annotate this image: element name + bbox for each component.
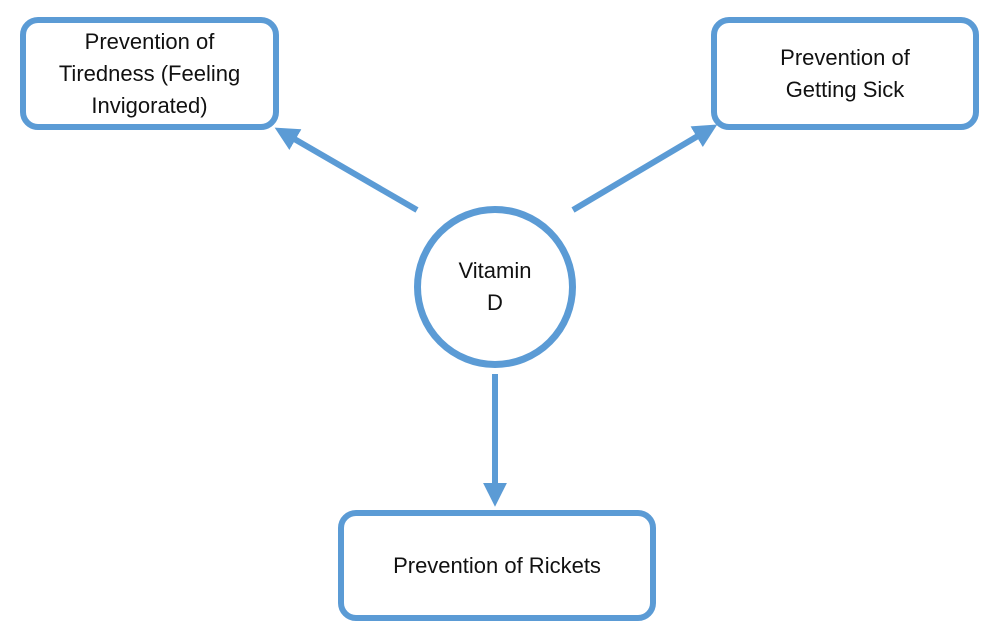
node-prevention-of-rickets: Prevention of Rickets [338, 510, 656, 621]
node-label-rickets: Prevention of Rickets [393, 552, 601, 578]
node-prevention-of-tiredness: Prevention of Tiredness (Feeling Invigor… [20, 17, 279, 130]
arrow-to-tiredness [274, 127, 419, 213]
node-prevention-of-getting-sick: Prevention of Getting Sick [711, 17, 979, 130]
arrow-to-getting-sick [571, 124, 718, 213]
node-label-getting-sick: Prevention of Getting Sick [780, 44, 910, 102]
node-label-tiredness: Prevention of Tiredness (Feeling Invigor… [58, 28, 241, 118]
center-node-label: Vitamin D [458, 258, 532, 315]
center-node-vitamin-d: Vitamin D [414, 206, 576, 368]
